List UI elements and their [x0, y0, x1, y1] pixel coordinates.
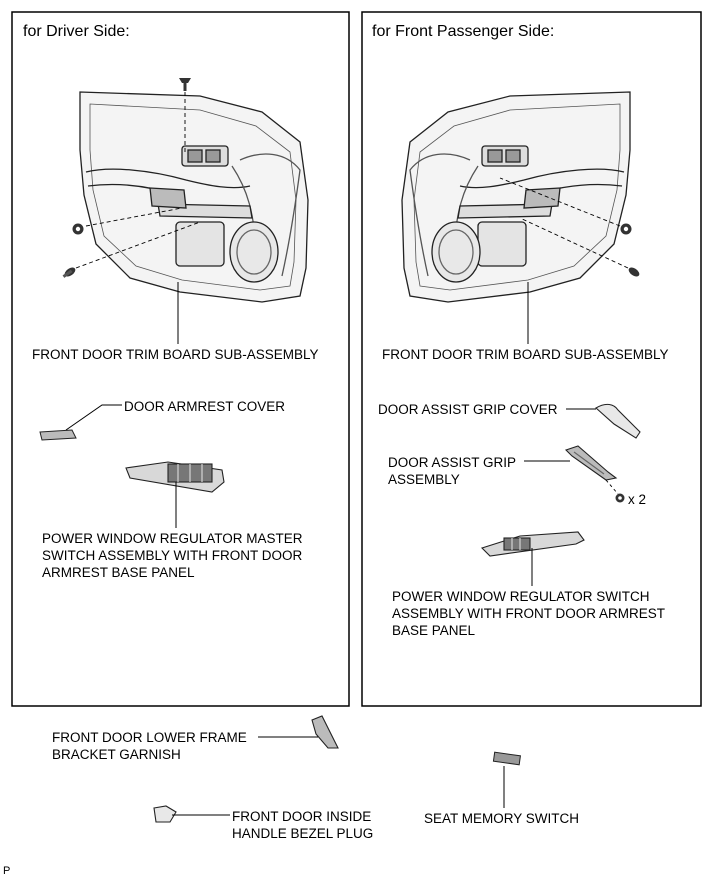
driver-armrest-cover-leader: [65, 404, 122, 431]
footer-code: P: [3, 865, 11, 877]
passenger-grip-cover-icon: [595, 403, 641, 439]
bezel-plug-label-2: HANDLE BEZEL PLUG: [232, 826, 374, 841]
lower-frame-garnish-icon: [311, 715, 339, 749]
passenger-switch-label-1: POWER WINDOW REGULATOR SWITCH: [392, 589, 650, 604]
passenger-grip-screw-icon: [615, 493, 625, 503]
passenger-panel-title: for Front Passenger Side:: [372, 23, 555, 40]
driver-screw2-dashed-line: [75, 221, 201, 269]
passenger-switch-icon: [480, 531, 585, 557]
passenger-trim-board-label: FRONT DOOR TRIM BOARD SUB-ASSEMBLY: [382, 347, 669, 362]
driver-door-trim-board: [79, 91, 309, 303]
driver-tapping-screw-icon: [62, 267, 76, 278]
driver-clip-icon: [179, 78, 191, 91]
lower-frame-garnish-label-1: FRONT DOOR LOWER FRAME: [52, 730, 247, 745]
driver-side-panel: [11, 11, 350, 707]
driver-screw1-dashed-line: [85, 207, 183, 227]
passenger-screw2-dashed-line: [519, 217, 629, 269]
driver-armrest-cover-icon: [39, 429, 77, 441]
driver-panel-title: for Driver Side:: [23, 23, 130, 40]
seat-memory-switch-label: SEAT MEMORY SWITCH: [424, 811, 580, 826]
bezel-plug-label-1: FRONT DOOR INSIDE: [232, 809, 372, 824]
seat-memory-switch-icon: [492, 751, 521, 766]
passenger-tapping-screw-icon: [628, 267, 640, 277]
passenger-screw-qty-label: x 2: [628, 492, 647, 507]
driver-screw-icon: [72, 223, 84, 235]
passenger-door-trim-board: [401, 91, 631, 303]
bezel-plug-icon: [153, 805, 177, 823]
passenger-grip-cover-label: DOOR ASSIST GRIP COVER: [378, 402, 558, 417]
passenger-screw1-dashed-line: [499, 177, 621, 227]
passenger-assist-grip-label-1: DOOR ASSIST GRIP: [388, 455, 517, 470]
passenger-grip-screw-dashed-line: [605, 479, 619, 495]
driver-trim-board-label: FRONT DOOR TRIM BOARD SUB-ASSEMBLY: [32, 347, 319, 362]
passenger-switch-label-3: BASE PANEL: [392, 623, 476, 638]
lower-frame-garnish-label-2: BRACKET GARNISH: [52, 747, 181, 762]
passenger-switch-label-2: ASSEMBLY WITH FRONT DOOR ARMREST: [392, 606, 666, 621]
passenger-screw-icon: [620, 223, 632, 235]
driver-master-switch-label-1: POWER WINDOW REGULATOR MASTER: [42, 531, 303, 546]
driver-master-switch-label-2: SWITCH ASSEMBLY WITH FRONT DOOR: [42, 548, 303, 563]
driver-master-switch-icon: [125, 461, 225, 493]
driver-master-switch-label-3: ARMREST BASE PANEL: [42, 565, 195, 580]
passenger-assist-grip-icon: [564, 445, 618, 481]
passenger-assist-grip-label-2: ASSEMBLY: [388, 472, 460, 487]
driver-armrest-cover-label: DOOR ARMREST COVER: [124, 399, 286, 414]
passenger-side-panel: [361, 11, 702, 707]
